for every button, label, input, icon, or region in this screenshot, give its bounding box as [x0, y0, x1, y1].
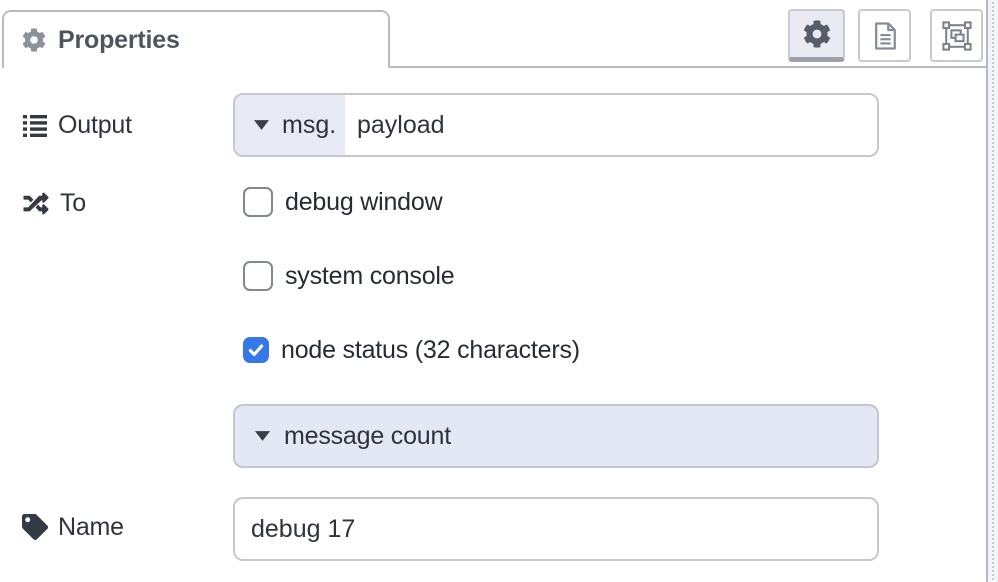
chevron-down-icon [255, 431, 270, 441]
appearance-tab-button[interactable] [930, 9, 983, 62]
debug-window-checkbox[interactable] [243, 187, 273, 217]
node-status-checkbox-row[interactable]: node status (32 characters) [243, 337, 580, 363]
gear-icon [803, 20, 831, 48]
list-icon [22, 113, 48, 137]
debug-window-checkbox-label: debug window [285, 188, 443, 216]
node-status-checkbox-label: node status (32 characters) [281, 336, 580, 364]
to-label: To [22, 186, 86, 220]
selection-frame-icon [941, 20, 972, 51]
header-divider [388, 66, 988, 68]
system-console-checkbox[interactable] [243, 261, 273, 291]
debug-window-checkbox-row[interactable]: debug window [243, 187, 443, 217]
shuffle-icon [22, 191, 50, 216]
tray-resize-handle[interactable] [988, 0, 998, 582]
output-label-text: Output [58, 110, 132, 139]
tab-label: Properties [58, 25, 180, 54]
node-status-checkbox[interactable] [243, 337, 269, 363]
gear-icon [22, 28, 46, 52]
typed-input-type-button[interactable]: msg. [235, 95, 345, 155]
properties-tab-button[interactable] [788, 9, 845, 62]
output-typed-input: msg. [233, 93, 879, 157]
file-text-icon [872, 21, 898, 51]
name-label-text: Name [58, 512, 124, 541]
status-type-select[interactable]: message count [233, 404, 879, 468]
tag-icon [22, 514, 48, 540]
description-tab-button[interactable] [858, 9, 911, 62]
typed-input-type-label: msg. [282, 110, 337, 139]
system-console-checkbox-label: system console [285, 262, 455, 290]
panel-right-border [986, 0, 988, 582]
tab-properties[interactable]: Properties [2, 10, 390, 68]
name-label: Name [22, 510, 124, 544]
status-type-value: message count [284, 421, 451, 450]
output-value-input[interactable] [345, 110, 877, 140]
system-console-checkbox-row[interactable]: system console [243, 261, 455, 291]
chevron-down-icon [254, 120, 269, 130]
to-label-text: To [60, 188, 87, 217]
output-label: Output [22, 108, 132, 142]
name-input[interactable] [233, 497, 879, 561]
